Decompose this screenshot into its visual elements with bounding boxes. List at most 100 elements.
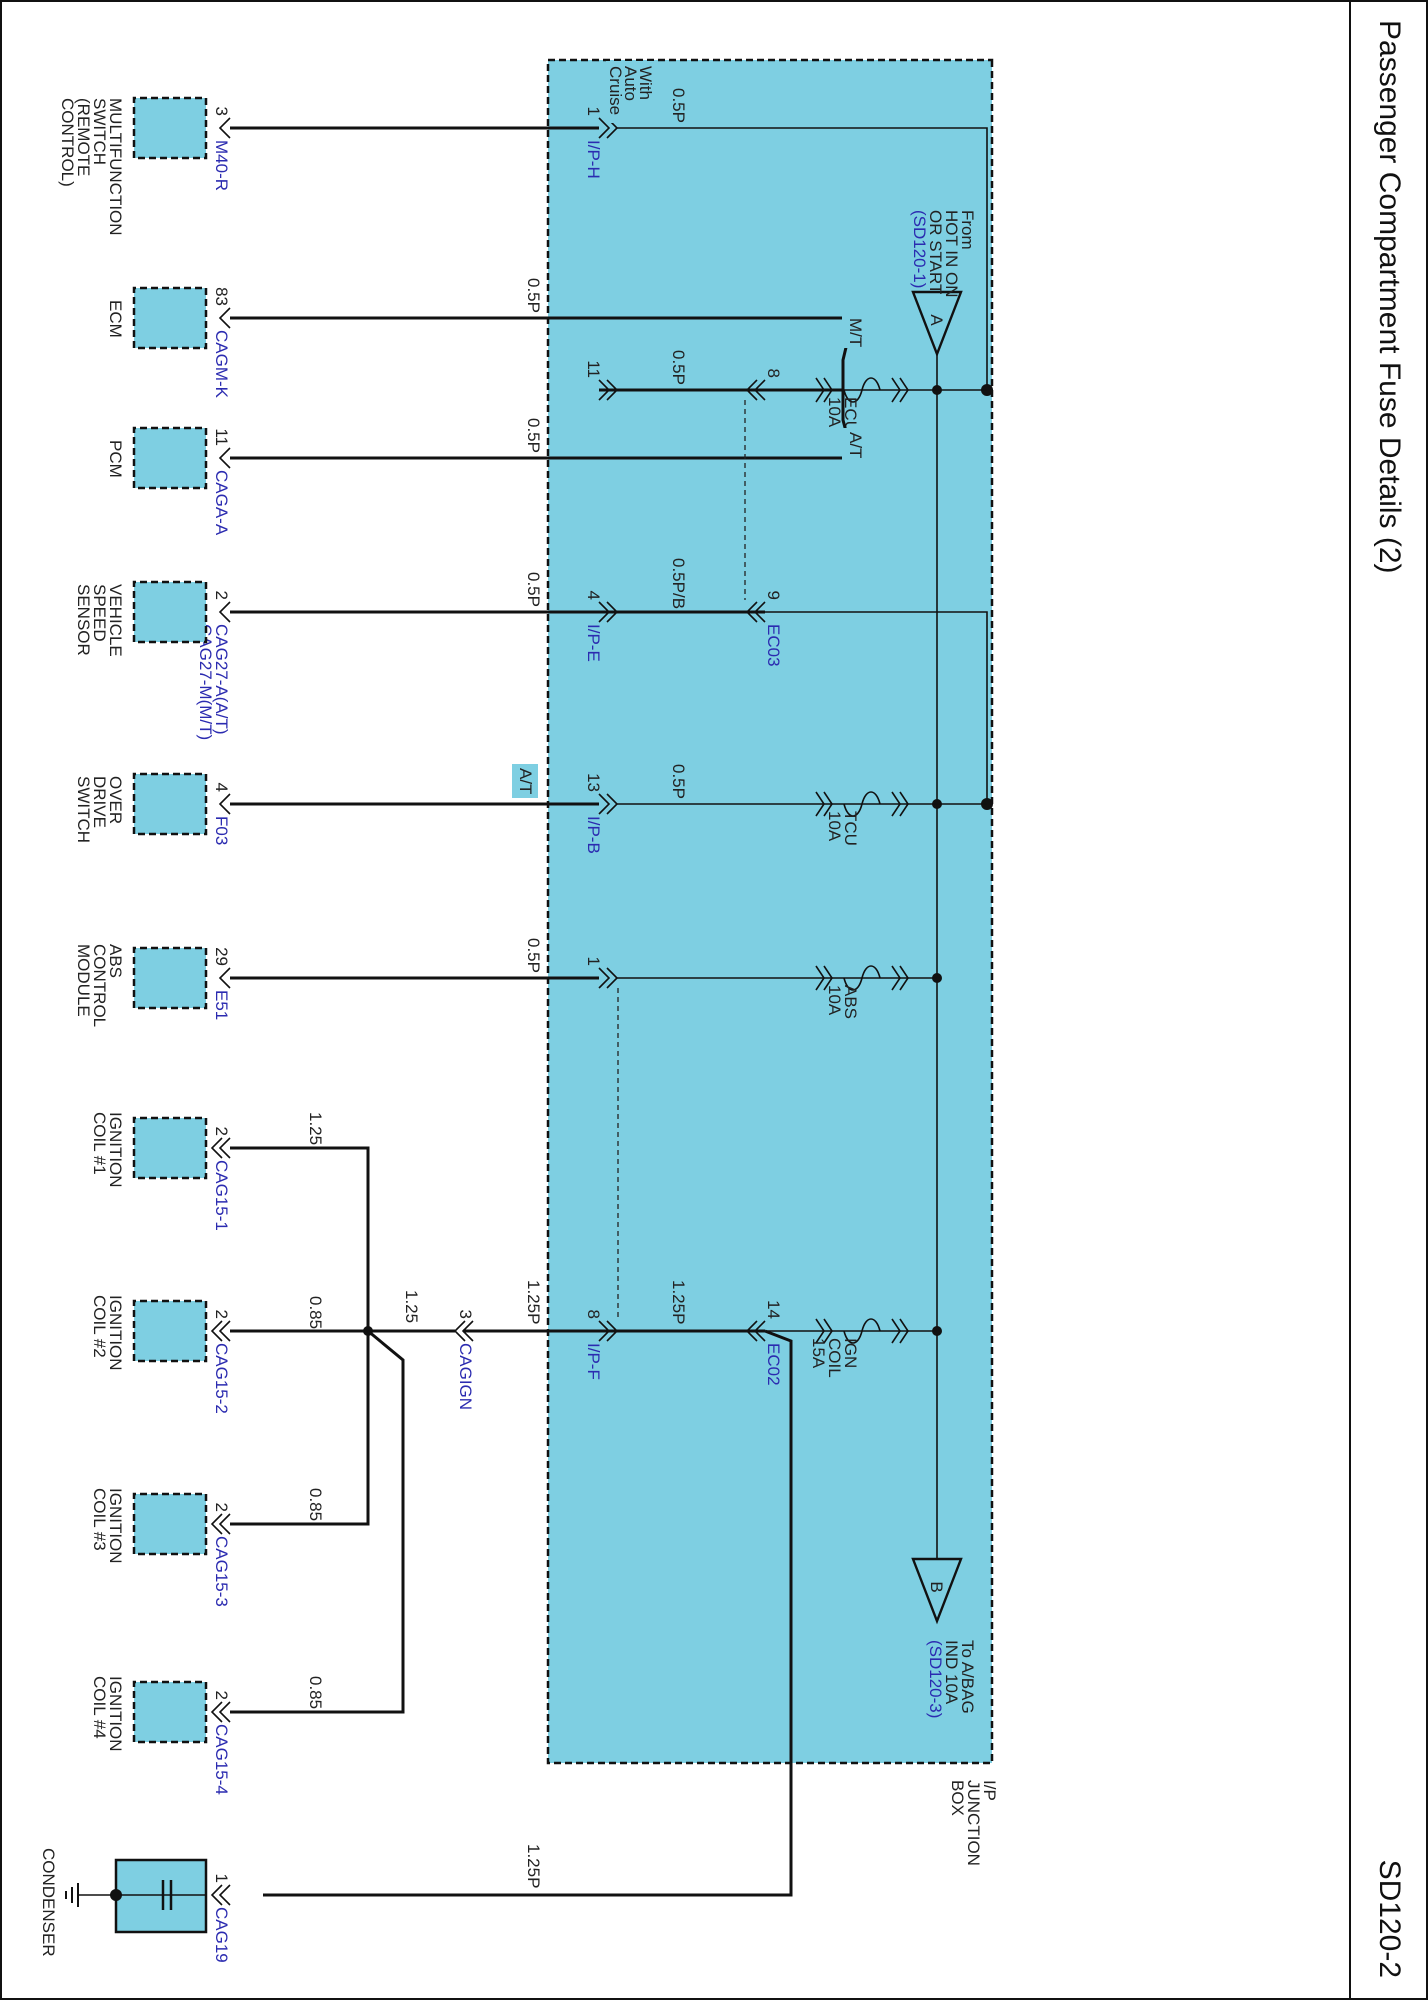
wire-ecm-size: 0.5P — [524, 278, 543, 313]
wire-condenser-size: 1.25P — [524, 1844, 543, 1888]
fuse-abs-label-1: ABS — [841, 985, 860, 1019]
mt-label: M/T — [846, 318, 865, 347]
fuse-ign-label-3: 15A — [809, 1338, 828, 1369]
conn-e51: E51 — [212, 990, 231, 1020]
mfs-label-3: (REMOTE — [74, 98, 93, 176]
abs-label-2: CONTROL — [90, 944, 109, 1027]
ods-chevron — [218, 793, 231, 815]
conn-cag27-m: CAG27-M(M/T) — [196, 624, 215, 740]
coil2-box — [132, 1299, 208, 1363]
conn-cagign: CAGIGN — [456, 1343, 475, 1410]
conn-ip-h: I/P-H — [584, 140, 603, 179]
ods-at-tag — [512, 764, 538, 798]
coil1-label-1: IGNITION — [106, 1112, 125, 1188]
pin-cond: 1 — [212, 1874, 231, 1883]
fuse-tcu-label-2: 10A — [825, 811, 844, 842]
pin-pcm: 11 — [212, 428, 231, 446]
coil1-box — [132, 1116, 208, 1180]
coil4-chevron — [210, 1701, 231, 1723]
vss-label-3: SENSOR — [74, 584, 93, 656]
wire-coil1 — [230, 1146, 370, 1331]
ign-fuse-symbol — [843, 1318, 881, 1344]
tcu-fuse-symbol — [843, 791, 881, 817]
pcm-chevron — [218, 447, 231, 469]
source-a-triangle — [911, 290, 963, 358]
condenser-ground-dot — [110, 1889, 122, 1901]
mfs-label-1: MULTIFUNCTION — [106, 98, 125, 236]
ods-at-label: A/T — [516, 768, 535, 794]
wire-coil1-size: 1.25 — [306, 1112, 325, 1145]
source-a-ref: (SD120-1) — [910, 210, 929, 288]
abs-label-3: MODULE — [74, 944, 93, 1017]
ip-junction-box — [546, 58, 994, 1765]
ip-h-internal-trace — [795, 127, 988, 390]
auto-cruise-line-2: Auto — [621, 66, 640, 101]
pin-ec03-8: 8 — [764, 369, 783, 378]
pin-ec03-9: 9 — [764, 591, 783, 600]
conn-ec03: EC03 — [764, 624, 783, 667]
abs-label-1: ABS — [106, 944, 125, 978]
ecu-fuse-symbol — [843, 377, 881, 403]
fuse-abs-label-2: 10A — [825, 985, 844, 1016]
pin-ecm: 83 — [212, 287, 231, 306]
wire-vss-size: 0.5P — [524, 572, 543, 607]
conn-cag15-4: CAG15-4 — [212, 1724, 231, 1795]
fuse-ecu-label-2: 10A — [825, 397, 844, 428]
pcm-label: PCM — [106, 440, 125, 478]
auto-cruise-line-3: Cruise — [606, 66, 625, 115]
wire-ecu-feed-size: 0.5P — [669, 350, 688, 385]
auto-cruise-tag — [606, 61, 654, 123]
coil1-label-2: COIL #1 — [90, 1112, 109, 1175]
pcm-box — [132, 426, 208, 490]
conn-cag19: CAG19 — [212, 1907, 231, 1963]
coil4-label-2: COIL #4 — [90, 1676, 109, 1739]
ods-label-2: DRIVE — [90, 776, 109, 828]
wire-vss-upper-size: 0.5P/B — [669, 558, 688, 609]
ecu-upper-chevrons — [891, 377, 909, 403]
mfs-label-2: SWITCH — [90, 98, 109, 165]
coil3-box — [132, 1492, 208, 1556]
ecm-chevron — [218, 307, 231, 329]
source-a-line-3: OR START — [926, 210, 945, 294]
abs-chevron — [218, 967, 231, 989]
pin-jb-h: 1 — [584, 107, 603, 116]
junction-box-label-3: BOX — [948, 1780, 967, 1816]
wire-coil4-size: 0.85 — [306, 1676, 325, 1709]
pin-vss: 2 — [212, 591, 231, 600]
condenser-label: CONDENSER — [39, 1848, 58, 1957]
wire-cagign-size: 1.25P — [524, 1280, 543, 1324]
conn-ip-b: I/P-B — [584, 816, 603, 854]
pin-ec02-14: 14 — [764, 1300, 783, 1319]
fuse-ign-label-2: COIL — [825, 1338, 844, 1378]
abs-box — [132, 946, 208, 1010]
pin-coil2: 2 — [212, 1310, 231, 1319]
condenser-box — [114, 1858, 208, 1934]
vss-label-1: VEHICLE — [106, 584, 125, 657]
pin-coil4: 2 — [212, 1691, 231, 1700]
wire-coil4 — [230, 1329, 405, 1714]
fuse-ecu-label-1: ECU — [841, 397, 860, 433]
ec03-8-chevron — [745, 379, 766, 401]
ecm-label: ECM — [106, 300, 125, 338]
conn-cagmk: CAGM-K — [212, 330, 231, 399]
component-connectors: 3 M40-R 83 CAGM-K 11 CAGA-A 2 CAG27-A(A/… — [196, 107, 231, 1963]
coil1-chevron — [210, 1137, 231, 1159]
pin-coil1: 2 — [212, 1127, 231, 1136]
coil2-label-1: IGNITION — [106, 1295, 125, 1371]
mt-tag — [842, 314, 868, 348]
abs-lower-chevrons — [815, 965, 833, 991]
coil2-label-2: COIL #2 — [90, 1295, 109, 1358]
pin-jb-4: 4 — [584, 591, 603, 600]
wire-cagign-out-size: 1.25 — [402, 1290, 421, 1323]
wire-coil3-size: 0.85 — [306, 1488, 325, 1521]
fuse-ign-label-1: IGN — [841, 1338, 860, 1368]
tcu-upper-chevrons — [891, 791, 909, 817]
ip-e-internal-trace — [795, 611, 988, 804]
conn-cag15-2: CAG15-2 — [212, 1343, 231, 1414]
coil4-label-1: IGNITION — [106, 1676, 125, 1752]
coil3-chevron — [210, 1513, 231, 1535]
conn-f03: F03 — [212, 816, 231, 845]
fuse-tcu-label-1: TCU — [841, 811, 860, 846]
wire-ods-size: 0.5P — [669, 764, 688, 799]
